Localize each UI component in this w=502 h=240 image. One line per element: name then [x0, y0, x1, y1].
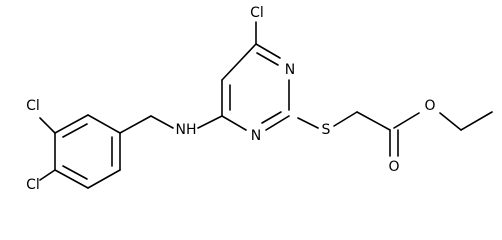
- atom-label-n-top: N: [285, 62, 295, 78]
- bond: [265, 115, 290, 131]
- benzylamine-linker: [119, 115, 223, 134]
- bond: [39, 117, 56, 134]
- bond: [333, 111, 358, 127]
- bond: [119, 115, 152, 134]
- atom-label-nh: NH: [176, 122, 197, 138]
- ester-chain: [297, 111, 493, 157]
- atom-label-o-ester: O: [424, 98, 435, 114]
- atom-label-n-bottom: N: [251, 128, 261, 144]
- bond: [297, 117, 319, 129]
- molecule-structure: Cl N N S O O NH Cl Cl: [26, 5, 493, 193]
- bond: [150, 115, 174, 129]
- bond: [87, 169, 121, 189]
- bond: [393, 112, 420, 129]
- bond: [221, 115, 247, 131]
- bond: [54, 114, 89, 134]
- bond: [62, 165, 88, 180]
- atom-label-o-carbonyl: O: [388, 159, 399, 175]
- bond: [54, 169, 89, 189]
- bond: [255, 43, 281, 59]
- bond: [460, 111, 493, 131]
- atom-label-s: S: [322, 122, 331, 138]
- bond: [197, 115, 223, 129]
- bond: [439, 112, 462, 131]
- benzene-ring: [54, 114, 121, 189]
- atom-label-cl-ring-lower: Cl: [26, 177, 40, 193]
- bond: [39, 169, 56, 181]
- atom-label-cl-ring-upper: Cl: [26, 98, 40, 114]
- bond: [356, 111, 391, 131]
- bond: [256, 52, 279, 66]
- atom-label-cl-pyrimidine: Cl: [250, 5, 264, 21]
- bond: [87, 114, 121, 134]
- pyrimidine-ring: [221, 43, 290, 131]
- bond: [261, 111, 282, 124]
- bond: [62, 123, 88, 138]
- bond: [221, 43, 257, 81]
